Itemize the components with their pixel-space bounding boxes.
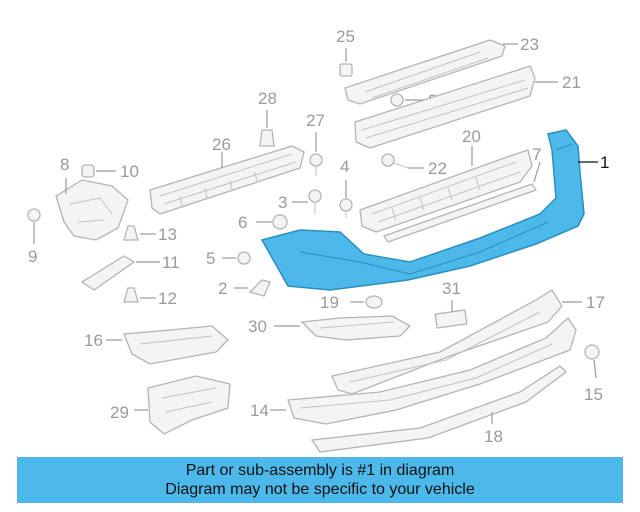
part-5-screw (222, 251, 251, 265)
callout-22: 22 (428, 159, 447, 178)
part-28-fastener (259, 110, 275, 147)
part-29-bracket (134, 375, 231, 435)
part-18-lower-trim (310, 365, 567, 453)
part-19-sensor (350, 295, 383, 309)
callout-13: 13 (158, 225, 177, 244)
callout-11: 11 (162, 253, 180, 272)
callout-7: 7 (532, 145, 541, 164)
parts-diagram: 23 25 2 4 21 28 27 26 (27, 27, 609, 453)
info-banner: Part or sub-assembly is #1 in diagram Di… (17, 457, 623, 503)
part-17-skid-plate (331, 289, 582, 395)
part-2-bracket (234, 279, 271, 297)
part-12-nut (123, 287, 156, 303)
part-10-nut (81, 164, 116, 178)
banner-line-1: Part or sub-assembly is #1 in diagram (185, 462, 455, 479)
callout-3: 3 (278, 193, 287, 212)
callout-6: 6 (238, 213, 247, 232)
part-31-reflector (434, 300, 468, 329)
part-4-bolt (339, 180, 353, 218)
part-1-bumper-cover[interactable] (260, 129, 585, 291)
part-11-bracket (80, 255, 160, 291)
callout-19: 19 (320, 293, 339, 312)
callout-4: 4 (340, 157, 349, 176)
part-16-bracket (106, 325, 229, 365)
part-26-energy-absorber (149, 145, 305, 215)
banner-line-2: Diagram may not be specific to your vehi… (165, 481, 475, 498)
callout-16: 16 (84, 331, 103, 350)
callout-10: 10 (120, 162, 139, 181)
part-23-reinforcement-strip (344, 39, 518, 105)
part-24-bolt (390, 93, 424, 107)
part-13-nut (123, 225, 156, 241)
callout-9: 9 (28, 247, 37, 266)
callout-5: 5 (206, 249, 215, 268)
callout-31: 31 (442, 279, 461, 298)
callout-12: 12 (158, 289, 177, 308)
callout-30: 30 (248, 317, 267, 336)
part-25-clip (339, 48, 353, 77)
callout-2: 2 (218, 279, 227, 298)
part-8-bracket (55, 178, 129, 241)
part-14-lower-cover (270, 317, 577, 425)
callout-15: 15 (584, 385, 603, 404)
callout-20: 20 (462, 127, 481, 146)
callout-26: 26 (212, 135, 231, 154)
part-9-push-pin (27, 208, 41, 244)
callout-25: 25 (336, 27, 355, 46)
part-15-push-pin (584, 344, 600, 379)
part-21-absorber-bar (354, 65, 558, 149)
callout-29: 29 (110, 403, 129, 422)
part-7-strip (382, 161, 541, 243)
callout-23: 23 (520, 35, 539, 54)
part-22-bolt (381, 153, 424, 169)
callout-1: 1 (600, 153, 609, 172)
callout-8: 8 (60, 155, 69, 174)
callout-14: 14 (250, 401, 269, 420)
callout-28: 28 (258, 89, 277, 108)
part-6-clip (256, 214, 288, 230)
callout-27: 27 (306, 111, 325, 130)
callout-21: 21 (562, 73, 581, 92)
callout-17: 17 (586, 293, 605, 312)
part-20-retainer (359, 146, 533, 233)
part-30-lamp (274, 315, 412, 341)
part-3-bolt (292, 189, 322, 214)
part-27-bolt (309, 132, 323, 176)
callout-18: 18 (484, 427, 503, 446)
